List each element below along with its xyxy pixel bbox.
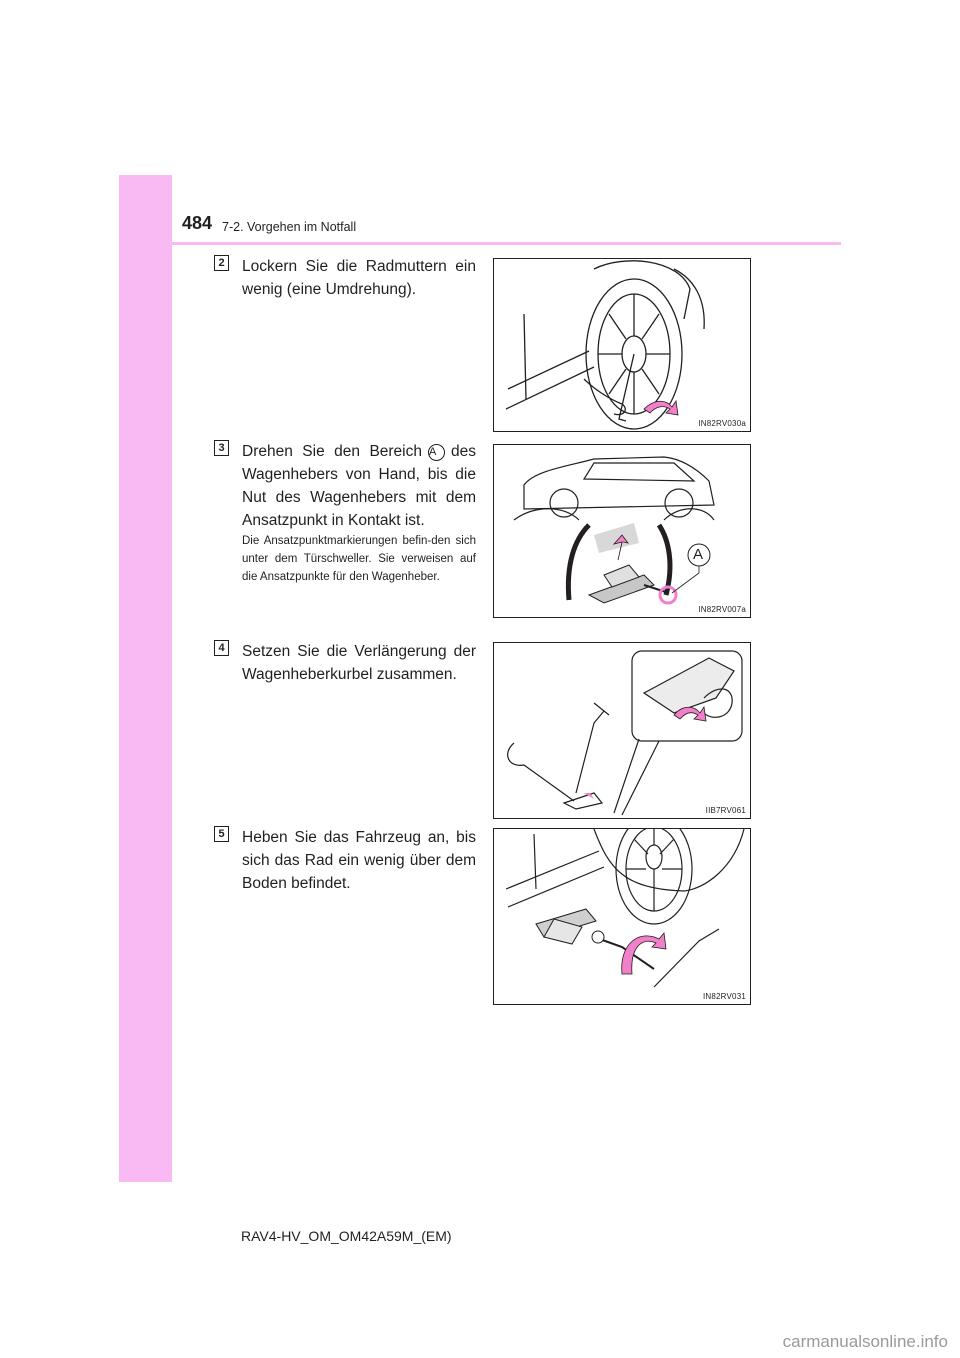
step-text-5: Heben Sie das Fahrzeug an, bis sich das … (242, 829, 476, 892)
vehicle-jack-illustration (513, 456, 715, 605)
jack-crank-illustration (507, 650, 743, 816)
figure-label-a: A (693, 546, 704, 563)
step-number-4: 4 (214, 640, 229, 656)
section-title: 7-2. Vorgehen im Notfall (222, 220, 357, 234)
wheel-wrench-illustration (505, 260, 705, 430)
chapter-side-strip (119, 175, 172, 1182)
document-code: RAV4-HV_OM_OM42A59M_(EM) (241, 1228, 452, 1244)
figure-code: IIB7RV061 (705, 806, 746, 815)
step-number-2: 2 (214, 255, 229, 271)
raise-vehicle-illustration (505, 829, 745, 988)
watermark: carmanualsonline.info (782, 1332, 948, 1351)
step-text-4: Setzen Sie die Verlängerung der Wagenheb… (242, 643, 476, 683)
figure-raise-vehicle: IN82RV031 (493, 828, 751, 1005)
figure-jack-position: A IN82RV007a (493, 444, 751, 618)
step-number-5: 5 (214, 826, 229, 842)
step-text-3-after: des Wagenhebers von Hand, bis die Nut de… (242, 443, 476, 529)
marker-a: A (428, 444, 445, 461)
step-note-3: Die Ansatzpunktmarkierungen befin-den si… (242, 535, 476, 583)
step-number-3: 3 (214, 440, 229, 456)
page-number: 484 (182, 213, 213, 233)
figure-code: IN82RV007a (698, 605, 746, 614)
step-text-2: Lockern Sie die Radmuttern ein wenig (ei… (242, 258, 476, 298)
figure-code: IN82RV031 (702, 992, 746, 1001)
figure-loosen-wheel-nuts: IN82RV030a (493, 258, 751, 432)
step-text-3-before: Drehen Sie den Bereich (242, 443, 422, 460)
figure-assemble-crank: IIB7RV061 (493, 642, 751, 819)
header-rule (119, 242, 841, 245)
figure-code: IN82RV030a (698, 419, 746, 428)
